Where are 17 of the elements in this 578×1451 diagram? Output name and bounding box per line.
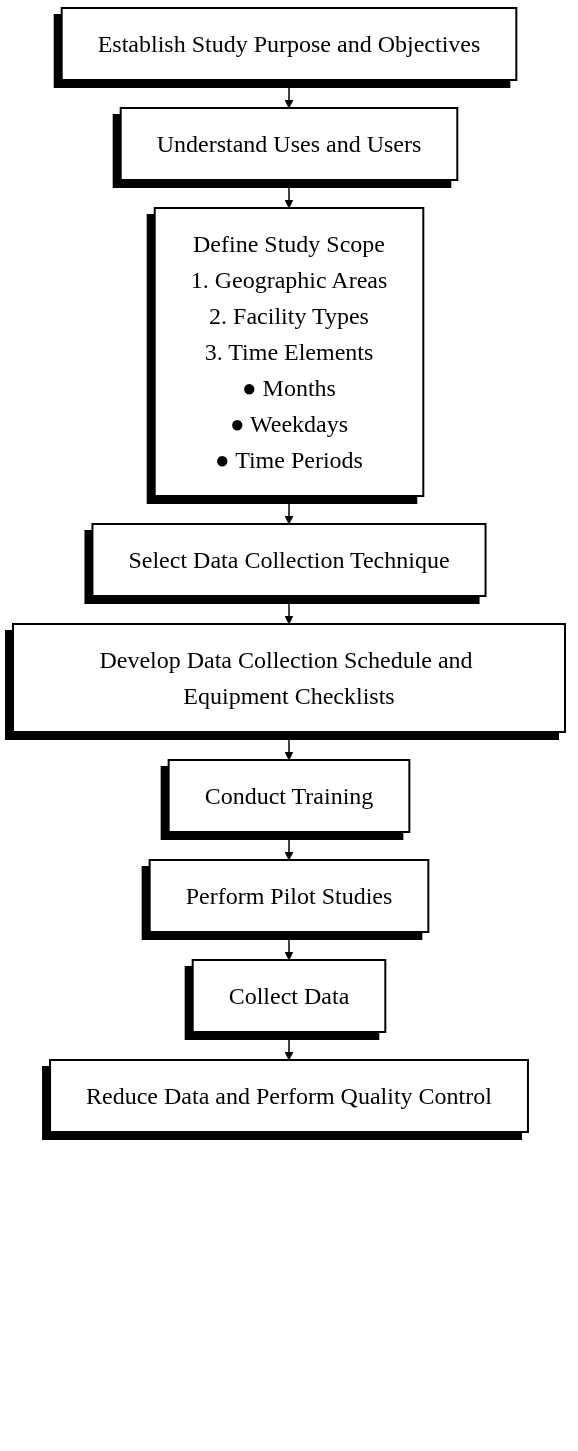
arrow	[284, 831, 294, 861]
node-box: Understand Uses and Users	[119, 107, 459, 181]
node-box: Establish Study Purpose and Objectives	[60, 7, 518, 81]
node-box: Collect Data	[191, 959, 387, 1033]
arrow	[284, 931, 294, 961]
arrow	[284, 731, 294, 761]
node-box: Perform Pilot Studies	[148, 859, 430, 933]
arrow	[284, 1031, 294, 1061]
arrow	[284, 495, 294, 525]
node-box: Select Data Collection Technique	[91, 523, 487, 597]
node-box: Conduct Training	[167, 759, 411, 833]
arrow	[284, 179, 294, 209]
node-box: Define Study Scope 1. Geographic Areas 2. Facility Types 3. Time Elements ● Months ● Weekdays ● Time Periods	[153, 207, 425, 497]
node-box: Develop Data Collection Schedule and Equipment Checklists	[12, 623, 566, 733]
arrow	[284, 79, 294, 109]
node-box: Reduce Data and Perform Quality Control	[49, 1059, 529, 1133]
arrow	[284, 595, 294, 625]
